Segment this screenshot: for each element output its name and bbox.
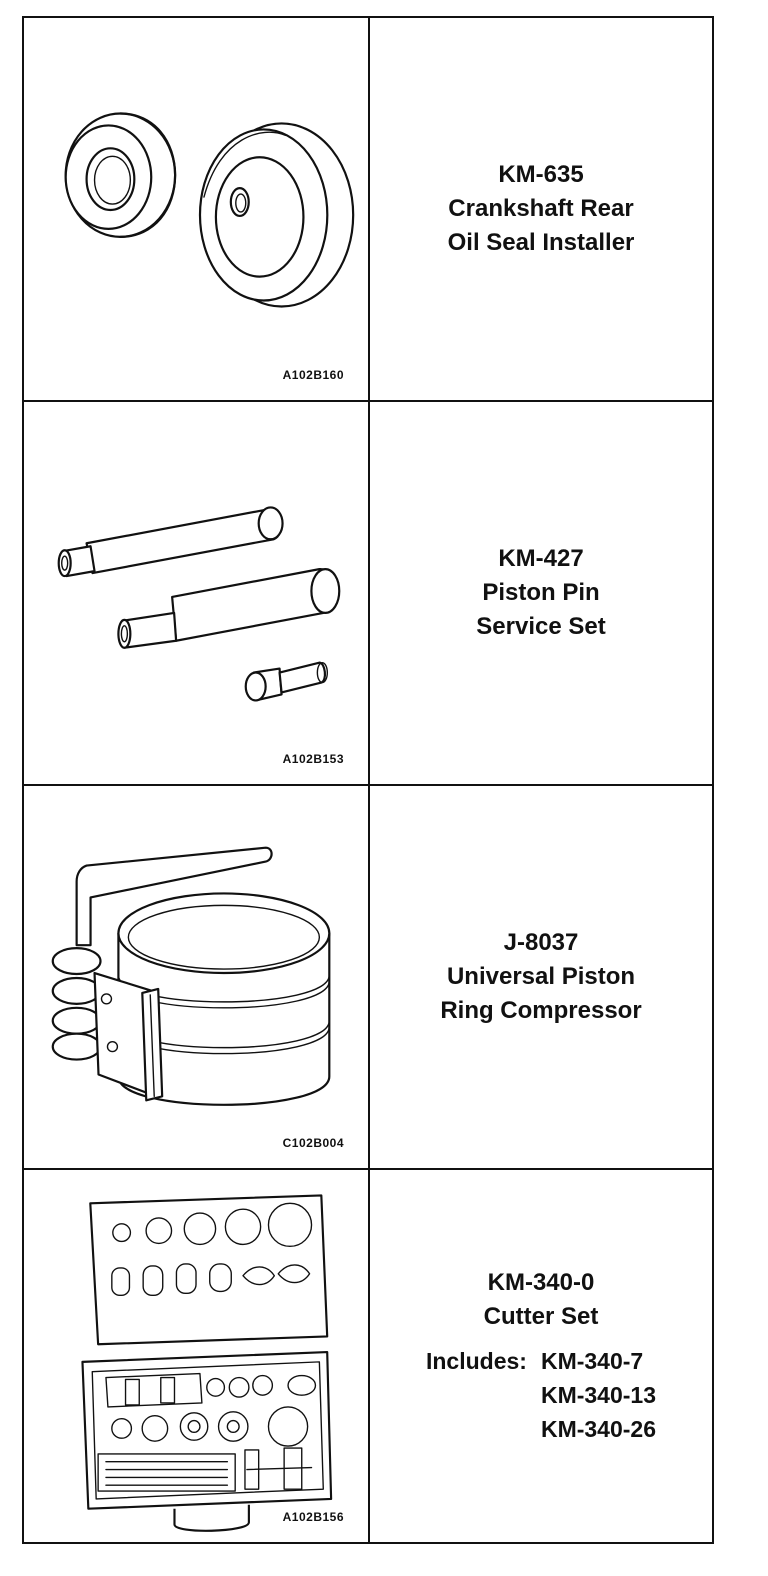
tool-number: KM-340-0 bbox=[487, 1269, 595, 1296]
includes-label: Includes: bbox=[425, 1348, 527, 1374]
tool-name-line: Oil Seal Installer bbox=[447, 229, 635, 256]
tool-name-line: Cutter Set bbox=[483, 1303, 599, 1330]
tool-name-line: Crankshaft Rear bbox=[448, 195, 634, 222]
figure-code: A102B153 bbox=[282, 752, 344, 766]
tool-illustration-cell: A102B153 bbox=[24, 402, 370, 786]
tool-illustration-cell: C102B004 bbox=[24, 786, 370, 1170]
cutter-set-case-illustration bbox=[81, 1194, 333, 1532]
figure-code: A102B156 bbox=[282, 1510, 344, 1524]
tool-description-cell: KM-340-0 Cutter Set Includes: KM-340-7 K… bbox=[370, 1170, 712, 1542]
included-tool-number: KM-340-26 bbox=[540, 1416, 656, 1442]
tool-illustration-cell: A102B160 bbox=[24, 18, 370, 402]
tool-number: KM-427 bbox=[498, 545, 584, 572]
seal-installer-illustration bbox=[64, 112, 355, 308]
ring-compressor-illustration bbox=[51, 846, 331, 1106]
includes-list: Includes: KM-340-7 KM-340-13 KM-340-26 bbox=[426, 1344, 656, 1446]
tool-name-line: Service Set bbox=[476, 613, 606, 640]
figure-code: A102B160 bbox=[282, 368, 344, 382]
tool-name-line: Piston Pin bbox=[482, 579, 600, 606]
special-tools-table: A102B160 KM-635 Crankshaft Rear Oil Seal… bbox=[22, 16, 714, 1544]
figure-code: C102B004 bbox=[282, 1136, 344, 1150]
tool-description-cell: KM-427 Piston Pin Service Set bbox=[370, 402, 712, 786]
piston-pin-set-illustration bbox=[57, 506, 341, 702]
included-tool-number: KM-340-13 bbox=[540, 1382, 656, 1408]
tool-name-line: Universal Piston bbox=[446, 963, 636, 990]
tool-description-cell: J-8037 Universal Piston Ring Compressor bbox=[370, 786, 712, 1170]
tool-number: KM-635 bbox=[498, 161, 584, 188]
tool-description-cell: KM-635 Crankshaft Rear Oil Seal Installe… bbox=[370, 18, 712, 402]
included-tool-number: KM-340-7 bbox=[540, 1348, 644, 1374]
tool-number: J-8037 bbox=[503, 929, 579, 956]
tool-name-line: Ring Compressor bbox=[440, 997, 642, 1024]
tool-illustration-cell: A102B156 bbox=[24, 1170, 370, 1542]
